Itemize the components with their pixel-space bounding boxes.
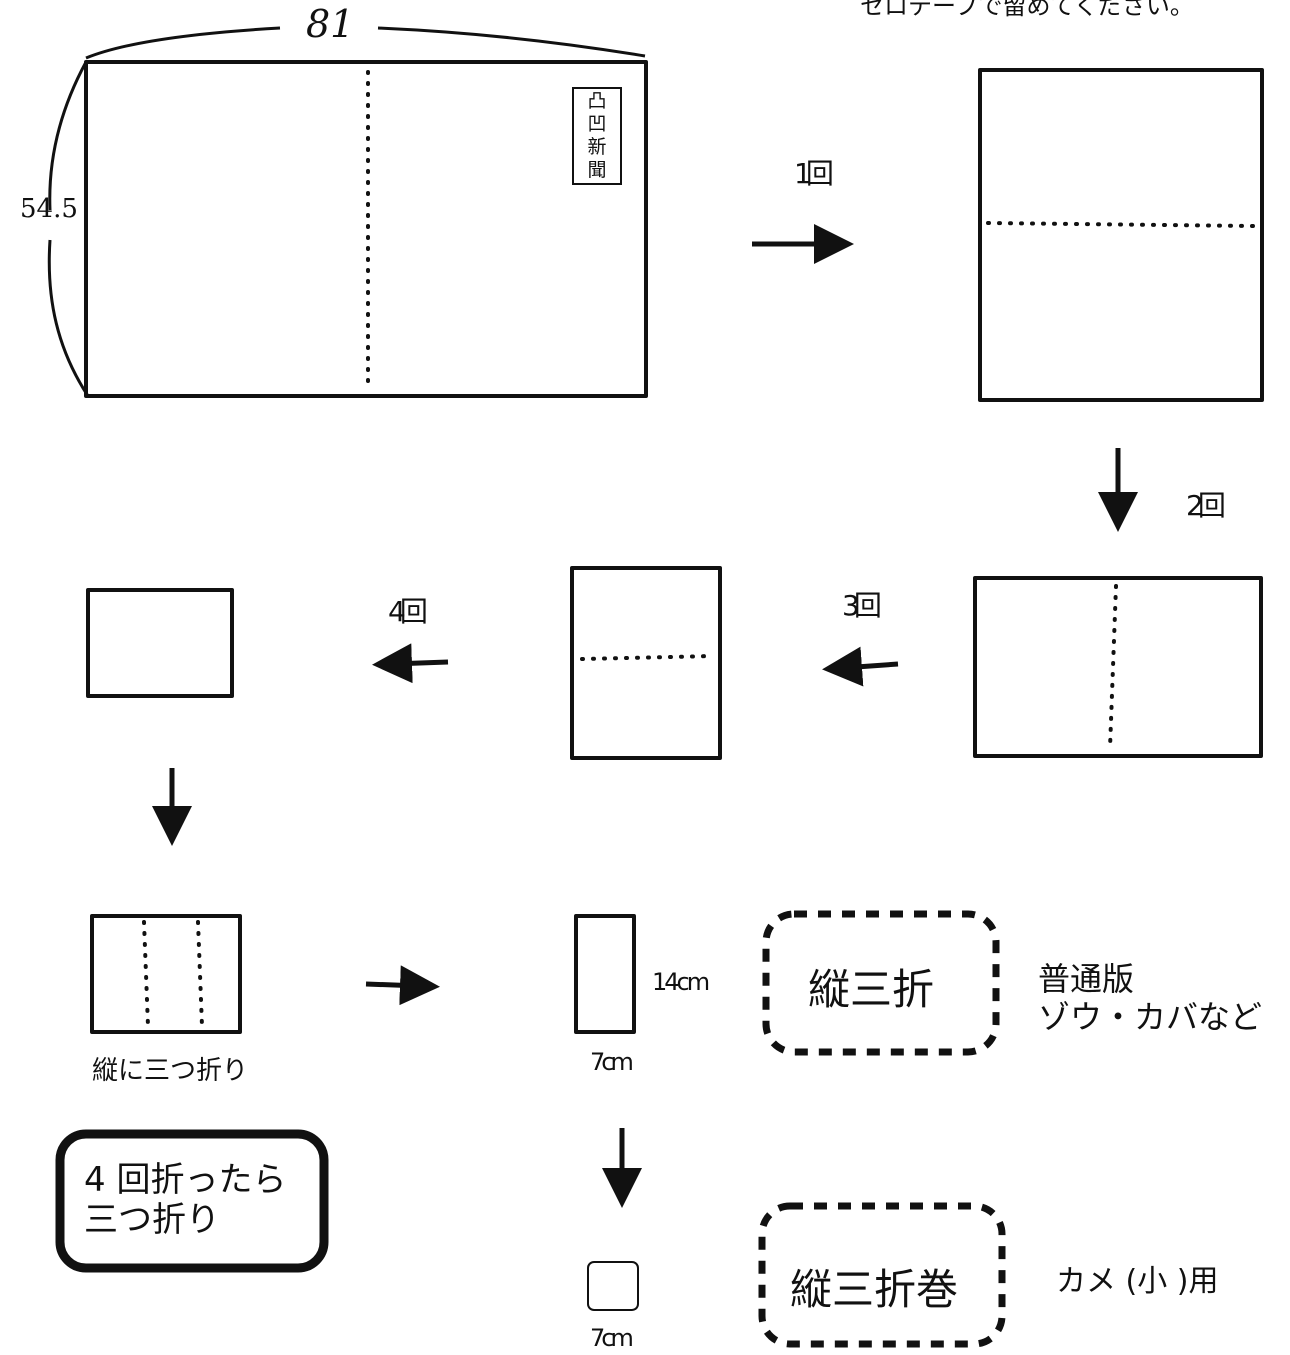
note-box-frame <box>55 1129 329 1273</box>
fold-line-horizontal <box>986 221 1258 228</box>
label-frame-tatesan <box>762 910 1000 1056</box>
stamp-char: 新 <box>587 136 607 158</box>
use-line: ゾウ・カバなど <box>1038 998 1263 1036</box>
fold-line-right <box>196 920 204 1028</box>
sheet-trifolded <box>574 914 636 1034</box>
sheet-fold-1 <box>978 68 1264 402</box>
step-label-3: 3回 <box>842 589 882 622</box>
stamp-text: 凸 凹 新 聞 <box>577 90 617 182</box>
step-label-4: 4回 <box>388 595 428 628</box>
height-dimension-bracket <box>47 61 90 397</box>
sheet-fold-3 <box>570 566 722 760</box>
arrow-left-4 <box>372 643 449 684</box>
dimension-width: 81 <box>306 2 355 46</box>
size-tall-height: 14cm <box>652 968 710 996</box>
fold-line-left <box>142 920 150 1028</box>
dimension-height: 54.5 <box>20 194 78 224</box>
fold-line-horizontal <box>580 654 714 661</box>
width-dimension-bracket <box>85 26 646 60</box>
header-note: セロテープで留めてください。 <box>860 0 1194 20</box>
caption-trifold: 縦に三つ折り <box>92 1056 249 1086</box>
step-label-2: 2回 <box>1186 489 1226 522</box>
step-label-1: 1回 <box>794 157 834 190</box>
stamp-char: 凹 <box>587 113 607 135</box>
label-tatesan-use: 普通版 ゾウ・カバなど <box>1038 960 1290 1036</box>
size-small-width: 7cm <box>590 1324 634 1352</box>
label-tatesanmaki-use: カメ (小 )用 <box>1056 1264 1219 1299</box>
note-line: 4 回折ったら <box>84 1160 287 1200</box>
label-tatesan: 縦三折 <box>808 965 935 1014</box>
use-line: 普通版 <box>1038 960 1135 998</box>
stamp-char: 聞 <box>587 159 607 181</box>
newspaper-stamp <box>572 87 622 185</box>
sheet-fold-2 <box>973 576 1263 758</box>
label-tatesanmaki: 縦三折巻 <box>790 1265 959 1314</box>
sheet-trifold-marks <box>90 914 242 1034</box>
sheet-rolled <box>587 1261 639 1311</box>
sheet-full <box>84 60 648 398</box>
note-line: 三つ折り <box>84 1200 220 1240</box>
stamp-char: 凸 <box>587 90 607 112</box>
size-tall-width: 7cm <box>590 1048 634 1076</box>
sheet-fold-4 <box>86 588 234 698</box>
arrow-right-6 <box>365 965 440 1006</box>
fold-line-vertical <box>1108 584 1118 750</box>
label-frame-tatesanmaki <box>758 1202 1006 1348</box>
note-box-text: 4 回折ったら 三つ折り <box>84 1160 286 1240</box>
arrow-left-3 <box>822 646 899 687</box>
